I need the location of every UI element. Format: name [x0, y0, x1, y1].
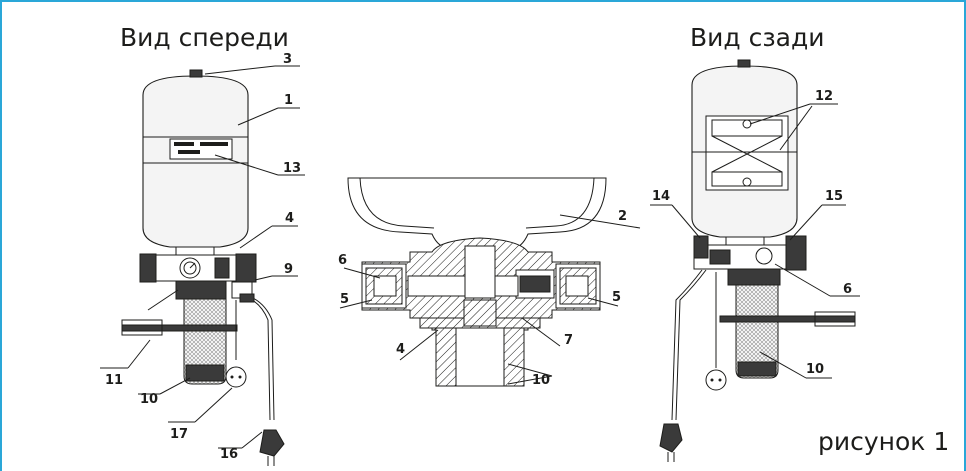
- callout-12: 12: [815, 89, 833, 104]
- callout-16: 16: [220, 447, 238, 462]
- callout-4-front: 4: [285, 211, 294, 226]
- back-right-valve: [785, 235, 807, 271]
- front-wrench: [121, 324, 238, 332]
- figure-caption: рисунок 1: [818, 427, 949, 456]
- front-filter-head: [175, 280, 227, 300]
- center-section-drawing: [347, 177, 607, 387]
- back-wrench: [719, 315, 856, 323]
- back-filter-head: [727, 268, 781, 286]
- callout-10-center: 10: [532, 373, 550, 388]
- front-left-nut: [139, 253, 157, 283]
- callout-6-center: 6: [338, 253, 347, 268]
- center-callouts: 2 6 5 5 4 7 10: [338, 209, 641, 388]
- title-back-view: Вид сзади: [690, 23, 825, 52]
- back-pressure-gauge: [755, 247, 773, 265]
- callout-15: 15: [825, 189, 843, 204]
- back-float-switch: [705, 369, 727, 391]
- front-view-drawing: [121, 69, 285, 466]
- callout-10-back: 10: [806, 362, 824, 377]
- callout-3: 3: [283, 52, 292, 67]
- back-callouts: 12 14 15 6 10: [650, 89, 860, 379]
- callout-13: 13: [283, 161, 301, 176]
- callout-17: 17: [170, 427, 188, 442]
- front-cable: [248, 297, 271, 421]
- front-right-nut: [235, 253, 257, 283]
- back-plug: [659, 423, 683, 453]
- callout-10-front: 10: [140, 392, 158, 407]
- callout-14: 14: [652, 189, 670, 204]
- front-tank: [142, 75, 249, 248]
- callout-6-back: 6: [843, 282, 852, 297]
- callout-2: 2: [618, 209, 627, 224]
- front-callouts: 3 1 13 4 9 11 10 17 16: [100, 52, 305, 462]
- front-float-switch: [225, 366, 247, 388]
- front-tank-valve: [189, 69, 203, 78]
- back-cable: [671, 269, 703, 421]
- callout-9: 9: [284, 262, 293, 277]
- callout-11: 11: [105, 373, 123, 388]
- back-view-drawing: [659, 59, 856, 462]
- callout-5-right: 5: [612, 290, 621, 305]
- back-filter-flask: [735, 284, 779, 379]
- back-left-nut: [693, 235, 709, 259]
- callout-7: 7: [564, 333, 573, 348]
- callout-4-center: 4: [396, 342, 405, 357]
- callout-1: 1: [284, 93, 293, 108]
- callout-5-left: 5: [340, 292, 349, 307]
- title-front-view: Вид спереди: [120, 23, 289, 52]
- front-plug: [259, 429, 285, 457]
